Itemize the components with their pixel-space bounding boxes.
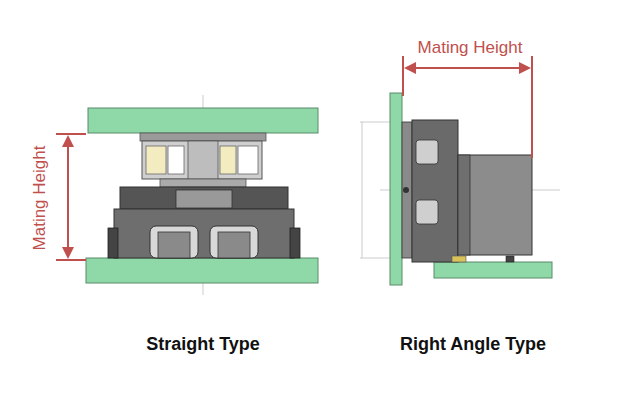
dimension-label: Mating Height [30, 146, 50, 251]
dimension-label: Mating Height [418, 38, 523, 58]
type-caption: Straight Type [146, 334, 260, 355]
type-caption: Right Angle Type [400, 334, 546, 355]
